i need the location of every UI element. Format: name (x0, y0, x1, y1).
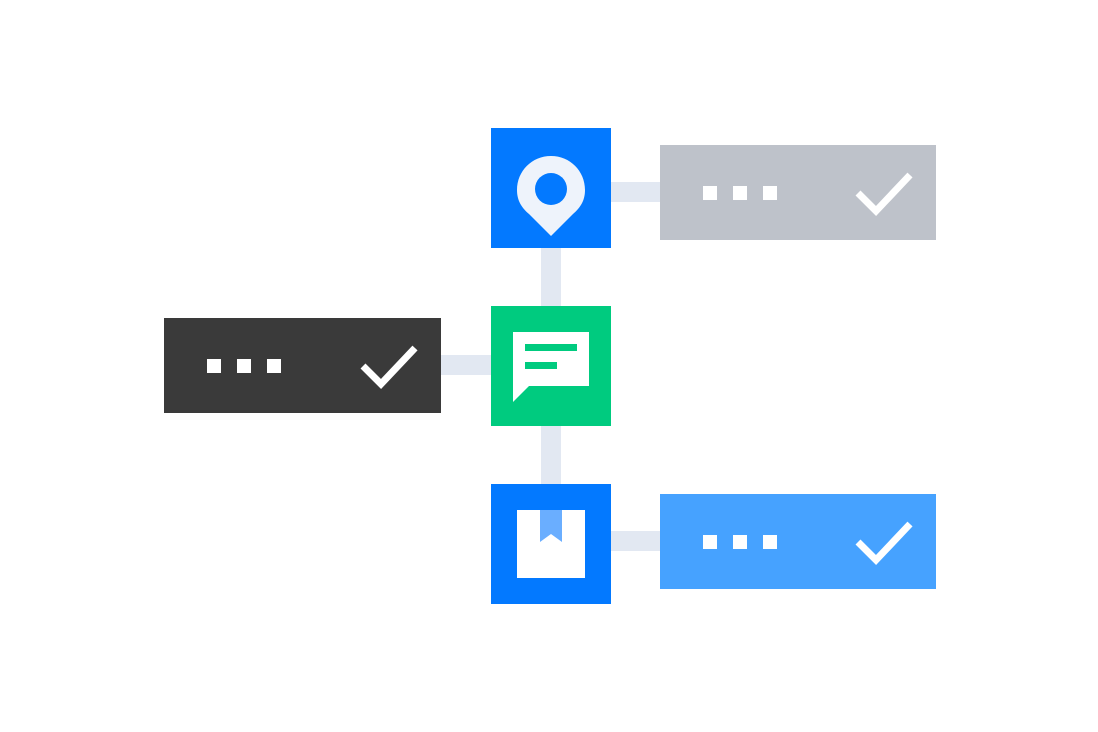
connector-horizontal-top (609, 182, 661, 202)
node-chat[interactable] (491, 306, 611, 426)
connector-vertical-bottom (541, 424, 561, 486)
connector-horizontal-middle (439, 355, 493, 375)
ellipsis-icon (703, 535, 793, 549)
chat-message-icon (513, 332, 589, 402)
status-card-top[interactable] (660, 145, 936, 240)
checkmark-icon (855, 172, 913, 217)
connector-vertical-top (541, 246, 561, 308)
location-pin-icon (517, 156, 585, 236)
node-package[interactable] (491, 484, 611, 604)
status-card-bottom[interactable] (660, 494, 936, 589)
ellipsis-icon (207, 359, 297, 373)
connector-horizontal-bottom (609, 531, 661, 551)
package-box-icon (517, 510, 585, 578)
ellipsis-icon (703, 186, 793, 200)
checkmark-icon (855, 521, 913, 566)
status-card-middle[interactable] (164, 318, 441, 413)
node-location[interactable] (491, 128, 611, 248)
checkmark-icon (360, 345, 418, 390)
